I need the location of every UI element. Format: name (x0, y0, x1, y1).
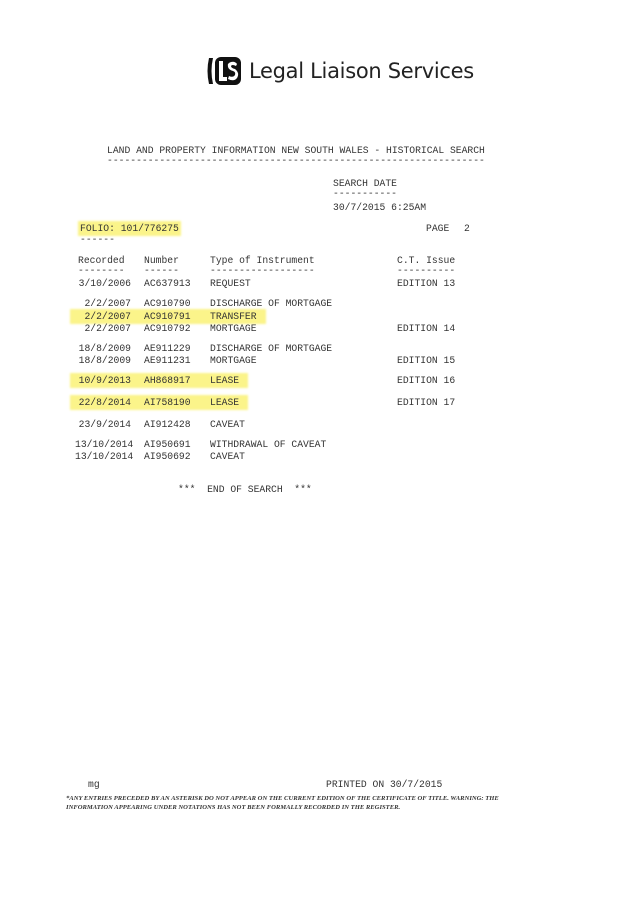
row-instrument-type: DISCHARGE OF MORTGAGE (210, 298, 333, 309)
highlight-mark (72, 375, 247, 386)
row-instrument-type: DISCHARGE OF MORTGAGE (210, 343, 333, 354)
folio-label: FOLIO: 101/776275 (80, 223, 179, 234)
row-ct-issue: EDITION 16 (397, 375, 456, 386)
col-type: Type of Instrument (210, 255, 315, 266)
row-instrument-type: CAVEAT (210, 451, 245, 462)
row-ct-issue: EDITION 13 (397, 278, 456, 289)
col-recorded: Recorded (78, 255, 125, 266)
row-instrument-type: REQUEST (210, 278, 251, 289)
row-number: AE911229 (144, 343, 191, 354)
row-recorded: 2/2/2007 (84, 311, 131, 322)
row-instrument-type: CAVEAT (210, 419, 245, 430)
row-recorded: 13/10/2014 (75, 451, 134, 462)
row-recorded: 22/8/2014 (78, 397, 131, 408)
col-ct-issue: C.T. Issue (397, 255, 456, 266)
row-number: AC637913 (144, 278, 191, 289)
row-ct-issue: EDITION 14 (397, 323, 456, 334)
row-number: AI912428 (144, 419, 191, 430)
printed-on: PRINTED ON 30/7/2015 (326, 779, 443, 790)
search-date-label: SEARCH DATE (333, 178, 397, 189)
row-instrument-type: MORTGAGE (210, 355, 257, 366)
row-ct-issue: EDITION 17 (397, 397, 456, 408)
row-ct-issue: EDITION 15 (397, 355, 456, 366)
title-rule: ----------------------------------------… (107, 155, 485, 166)
row-instrument-type: MORTGAGE (210, 323, 257, 334)
search-date-rule: ----------- (333, 188, 397, 199)
row-number: AC910792 (144, 323, 191, 334)
row-number: AH868917 (144, 375, 191, 386)
logo: Legal Liaison Services (205, 52, 474, 90)
footnote-line-1: *ANY ENTRIES PRECEDED BY AN ASTERISK DO … (66, 795, 499, 802)
page-number: 2 (464, 223, 470, 234)
row-instrument-type: WITHDRAWAL OF CAVEAT (210, 439, 327, 450)
row-number: AI758190 (144, 397, 191, 408)
folio-rule: ------ (80, 234, 115, 245)
footnote-line-2: INFORMATION APPEARING UNDER NOTATIONS HA… (66, 804, 401, 811)
end-of-search: *** END OF SEARCH *** (178, 484, 312, 495)
row-recorded: 18/8/2009 (78, 343, 131, 354)
page-label: PAGE (426, 223, 450, 234)
col-number-rule: ------ (144, 265, 179, 276)
initials: mg (88, 779, 100, 790)
row-recorded: 10/9/2013 (78, 375, 131, 386)
row-number: AI950691 (144, 439, 191, 450)
row-number: AC910790 (144, 298, 191, 309)
row-recorded: 2/2/2007 (84, 298, 131, 309)
row-recorded: 13/10/2014 (75, 439, 134, 450)
col-ct-rule: ---------- (397, 265, 456, 276)
row-number: AI950692 (144, 451, 191, 462)
legal-liaison-logo-icon (207, 57, 241, 85)
row-recorded: 3/10/2006 (78, 278, 131, 289)
row-recorded: 2/2/2007 (84, 323, 131, 334)
row-instrument-type: LEASE (210, 397, 240, 408)
document-title: LAND AND PROPERTY INFORMATION NEW SOUTH … (107, 145, 485, 156)
logo-text: Legal Liaison Services (249, 59, 474, 83)
row-number: AC910791 (144, 311, 191, 322)
search-date-value: 30/7/2015 6:25AM (333, 202, 427, 213)
row-instrument-type: TRANSFER (210, 311, 257, 322)
highlight-mark (72, 397, 247, 408)
col-number: Number (144, 255, 179, 266)
row-number: AE911231 (144, 355, 191, 366)
col-recorded-rule: -------- (78, 265, 125, 276)
row-recorded: 18/8/2009 (78, 355, 131, 366)
row-recorded: 23/9/2014 (78, 419, 131, 430)
highlight-mark (72, 311, 264, 322)
row-instrument-type: LEASE (210, 375, 240, 386)
col-type-rule: ------------------ (210, 265, 315, 276)
